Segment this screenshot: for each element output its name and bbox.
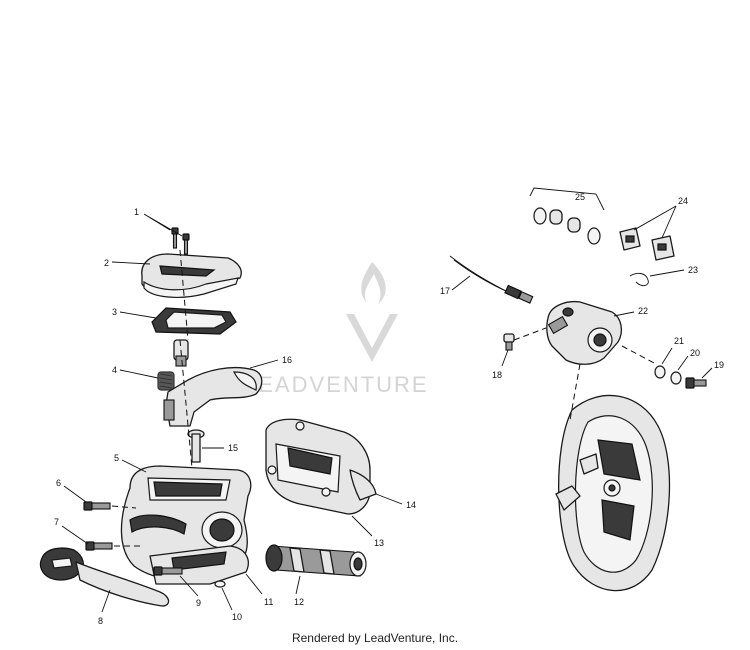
callout-23: 23: [649, 265, 698, 277]
callout-10: 10: [221, 587, 242, 622]
part-6-screw: [83, 501, 111, 511]
callout-16: 16: [249, 355, 292, 369]
callout-11: 11: [245, 573, 273, 607]
leadventure-watermark: LEADVENTURE: [244, 262, 429, 397]
callout-21: 21: [661, 336, 684, 365]
callout-5: 5: [114, 453, 147, 473]
svg-text:3: 3: [112, 307, 117, 317]
callout-14: 14: [375, 493, 416, 510]
svg-text:21: 21: [674, 336, 684, 346]
callout-8: 8: [98, 589, 111, 626]
part-9-screw: [153, 566, 183, 576]
callout-18: 18: [492, 349, 509, 380]
part-7-screw: [85, 541, 113, 551]
watermark-text: LEADVENTURE: [244, 372, 429, 397]
svg-text:22: 22: [638, 306, 648, 316]
callout-1: 1: [134, 207, 183, 237]
svg-text:9: 9: [196, 598, 201, 608]
svg-text:5: 5: [114, 453, 119, 463]
part-16-throttle-lever: [163, 367, 263, 427]
svg-text:8: 8: [98, 616, 103, 626]
footer-credit: Rendered by LeadVenture, Inc.: [291, 631, 459, 645]
brake-disc-assembly: [555, 394, 671, 592]
callout-12: 12: [294, 575, 304, 607]
svg-text:2: 2: [104, 258, 109, 268]
svg-text:20: 20: [690, 348, 700, 358]
callout-17: 17: [440, 275, 471, 296]
assembly-line-left-c: [111, 505, 137, 509]
part-10-washer: [214, 580, 226, 588]
callout-9: 9: [179, 575, 201, 608]
callout-4: 4: [112, 365, 159, 379]
part-18-bleeder: [503, 333, 515, 351]
callout-22: 22: [613, 306, 648, 317]
callout-3: 3: [112, 307, 157, 319]
svg-text:14: 14: [406, 500, 416, 510]
callouts: 1 2 3 4 16 15 5 6: [54, 192, 724, 626]
svg-text:16: 16: [282, 355, 292, 365]
assembly-line-left-b: [179, 339, 193, 469]
part-15-pin: [187, 429, 205, 463]
part-17-brake-line: [449, 255, 534, 304]
part-13-14-control-cover: [265, 418, 377, 515]
part-5-housing: [120, 465, 252, 581]
callout-19: 19: [701, 360, 724, 379]
assembly-line-left-a: [179, 249, 189, 341]
callout-6: 6: [56, 478, 87, 503]
assembly-line-right-b: [621, 345, 657, 365]
svg-text:13: 13: [374, 538, 384, 548]
svg-text:23: 23: [688, 265, 698, 275]
svg-text:19: 19: [714, 360, 724, 370]
part-11-lower-housing: [149, 545, 249, 585]
callout-2: 2: [104, 258, 151, 268]
part-21-washer: [654, 365, 666, 379]
part-2-top-cover: [141, 253, 242, 298]
part-22-caliper: [546, 300, 623, 365]
svg-text:4: 4: [112, 365, 117, 375]
part-23-clip: [629, 272, 649, 287]
callout-13: 13: [351, 515, 384, 548]
svg-text:7: 7: [54, 517, 59, 527]
callout-24: 24: [633, 196, 688, 239]
svg-text:24: 24: [678, 196, 688, 206]
callout-25: 25: [575, 192, 585, 202]
part-1-screws: [171, 227, 190, 255]
callout-15: 15: [202, 443, 238, 453]
part-4-spring: [157, 371, 175, 391]
svg-text:17: 17: [440, 286, 450, 296]
callout-7: 7: [54, 517, 89, 545]
part-12-grip: [265, 544, 367, 577]
svg-text:18: 18: [492, 370, 502, 380]
assembly-line-right-c: [513, 327, 547, 341]
part-25-seal-kit: [529, 187, 605, 245]
svg-text:25: 25: [575, 192, 585, 202]
callout-20: 20: [677, 348, 700, 371]
svg-text:1: 1: [134, 207, 139, 217]
part-24-brake-pads: [619, 227, 675, 261]
part-20-washer: [670, 371, 682, 385]
part-3-gasket: [151, 307, 237, 335]
svg-text:15: 15: [228, 443, 238, 453]
svg-text:6: 6: [56, 478, 61, 488]
part-19-bolt: [685, 377, 707, 389]
svg-text:12: 12: [294, 597, 304, 607]
part-8-brake-lever: [39, 547, 170, 607]
svg-text:11: 11: [264, 597, 273, 607]
svg-text:10: 10: [232, 612, 242, 622]
